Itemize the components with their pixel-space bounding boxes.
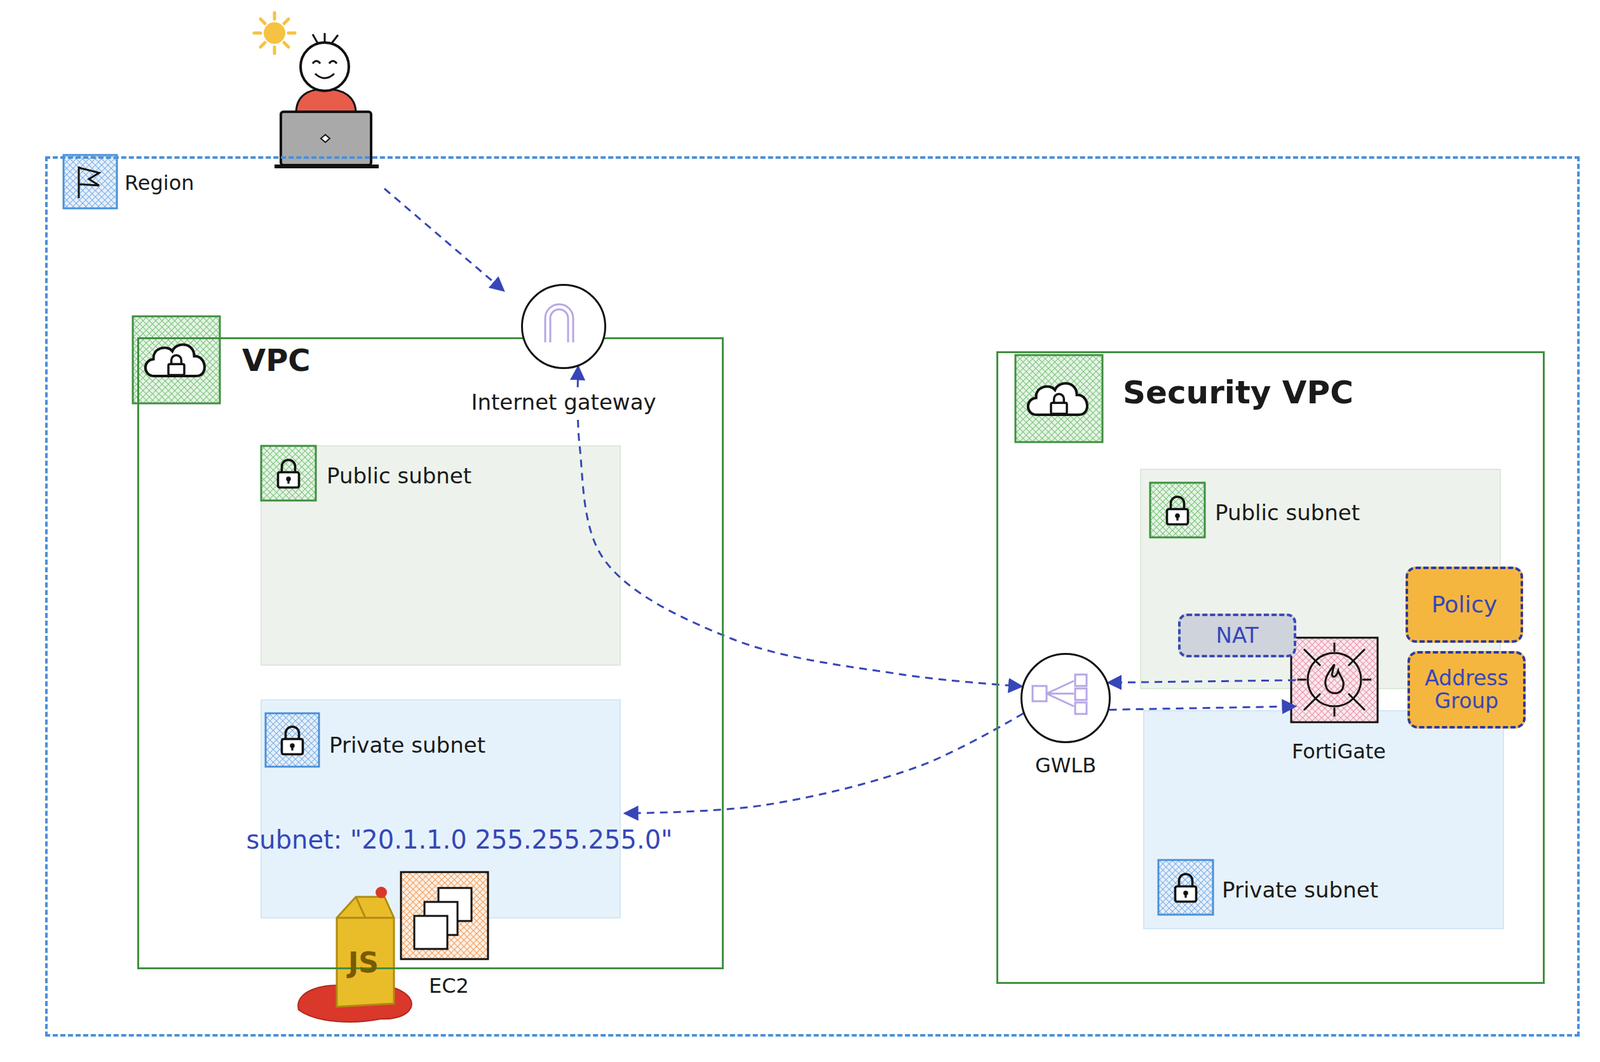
subnet-lock-icon — [261, 446, 316, 501]
vpc-box: Internet gatewayPublic subnetEC2Private … — [137, 337, 724, 970]
node-label: Public subnet — [1214, 500, 1360, 526]
gwlb-symbol — [1016, 649, 1106, 739]
js-sticker — [336, 897, 394, 919]
nat-tag: NAT — [1178, 613, 1297, 658]
node-label: FortiGate — [1291, 740, 1386, 764]
dashed-flow-arrow — [624, 713, 1024, 814]
region-icon — [63, 155, 117, 209]
user-traffic-arrow — [384, 188, 504, 292]
subnet-lock-icon — [1150, 482, 1205, 538]
node-label: GWLB — [1035, 754, 1097, 778]
user-figure — [312, 33, 339, 44]
user-figure — [296, 88, 356, 114]
fortigate-firewall: FortiGate — [1295, 642, 1383, 727]
subnet-lock-icon — [1167, 496, 1189, 525]
sun — [254, 12, 295, 54]
user-figure — [320, 134, 330, 143]
js-logo-text: JS — [348, 946, 379, 980]
internet-gateway: Internet gateway — [521, 284, 607, 370]
private-subnet: EC2Private subnet — [265, 704, 625, 923]
vpc-icon — [145, 345, 205, 377]
subnet-lock-icon — [1150, 482, 1205, 538]
node-label: Private subnet — [1221, 878, 1379, 903]
ec2-icon — [400, 872, 489, 960]
vpc-icon — [1015, 355, 1103, 443]
private-subnet-fill — [1143, 711, 1504, 929]
gwlb-symbol — [1075, 674, 1087, 687]
node-label: Internet gateway — [467, 390, 660, 415]
address-group-tag: Address Group — [1407, 651, 1526, 729]
subnet-lock-icon — [1175, 874, 1197, 903]
node-label: Public subnet — [326, 463, 472, 489]
vpc-icon — [1028, 383, 1088, 415]
subnet-lock-icon — [265, 713, 319, 767]
subnet-lock-icon — [1158, 860, 1214, 916]
dashed-flow-arrow — [1108, 680, 1296, 684]
public-subnet-fill — [261, 446, 621, 666]
vpc-icon — [132, 316, 220, 404]
subnet-fills — [261, 446, 1504, 929]
gwlb-symbol — [1032, 686, 1047, 702]
ec2-icon — [414, 916, 448, 950]
node-label: VPC — [242, 343, 311, 379]
gwlb-symbol — [1075, 688, 1087, 701]
js-sticker — [298, 887, 412, 1023]
public-subnet: Public subnet — [265, 450, 625, 670]
js-sticker — [336, 897, 394, 1008]
node-label: Address Group — [1417, 667, 1516, 714]
user-figure — [312, 61, 337, 79]
policy-tag: Policy — [1405, 566, 1524, 644]
ec2-icon — [400, 872, 489, 960]
fortigate-icon — [1291, 637, 1378, 723]
fortigate-icon — [1291, 637, 1378, 723]
region-boundary: Internet gatewayPublic subnetEC2Private … — [45, 156, 1580, 1038]
security-vpc-box: NAT Public subnetPrivate subnet GWLB FortiG… — [996, 351, 1545, 985]
node-label: Policy — [1431, 592, 1498, 618]
subnet-lock-icon — [261, 446, 316, 501]
subnet-lock-icon — [278, 460, 300, 489]
sun — [263, 22, 286, 44]
subnet-lock-icon — [1158, 860, 1214, 916]
subnet-lock-icon — [265, 713, 319, 767]
node-label: Security VPC — [1122, 374, 1354, 412]
node-label: EC2 — [428, 974, 469, 999]
dashed-flow-arrow — [1109, 706, 1296, 710]
gwlb-symbol — [1016, 649, 1106, 739]
user-figure — [274, 164, 379, 169]
region-icon — [78, 166, 100, 199]
vpc-icon — [1015, 355, 1103, 443]
sun — [254, 12, 295, 54]
gateway-load-balancer: GWLB — [1020, 653, 1111, 744]
js-sticker — [375, 887, 387, 899]
node-label: Private subnet — [329, 733, 486, 759]
user-figure — [254, 12, 379, 167]
node-label: Region — [124, 171, 195, 196]
igw-symbol — [545, 304, 574, 343]
igw-symbol — [533, 296, 585, 348]
subnet-lock-icon — [282, 726, 304, 755]
user-figure — [300, 42, 349, 91]
fortigate-icon — [1297, 643, 1372, 717]
node-label: NAT — [1216, 623, 1259, 648]
fortigate-icon — [1325, 664, 1344, 694]
subnet-annotation: subnet: "20.1.1.0 255.255.255.0" — [246, 825, 673, 855]
gwlb-symbol — [1046, 681, 1074, 707]
ec2-instance: EC2 — [405, 876, 493, 964]
vpc-icon — [132, 316, 220, 404]
gwlb-symbol — [1075, 702, 1087, 715]
region-icon — [63, 155, 117, 209]
